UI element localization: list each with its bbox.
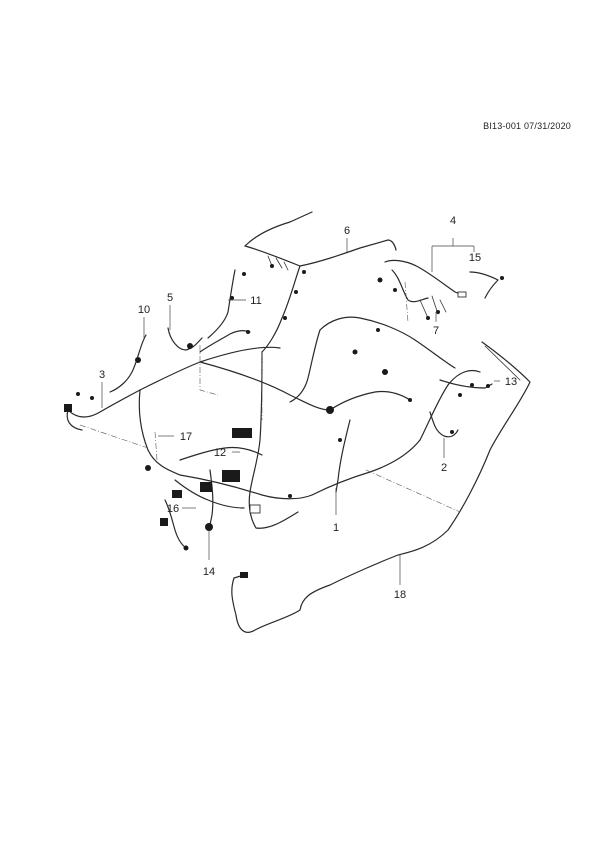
harness-5-10-11 [109, 269, 251, 393]
drawing-reference: BI13-001 07/31/2020 [483, 121, 571, 131]
callout-16: 16 [167, 503, 179, 515]
callout-12: 12 [214, 447, 226, 459]
harness-6 [244, 211, 397, 353]
harness-2-13 [429, 379, 493, 438]
harness-18 [231, 341, 531, 633]
callout-11: 11 [250, 295, 261, 307]
harness-3 [64, 389, 141, 431]
callout-2: 2 [441, 462, 447, 474]
harness-ip-cluster [145, 428, 263, 551]
callout-6: 6 [344, 225, 350, 237]
callout-4: 4 [450, 215, 456, 227]
callout-1: 1 [333, 522, 339, 534]
callout-7: 7 [433, 325, 439, 337]
harness-4-15-7 [377, 259, 504, 320]
harness-18-connector [240, 572, 248, 578]
callout-14: 14 [203, 566, 215, 578]
alignment-lines [79, 281, 461, 513]
leader-lines [101, 238, 500, 585]
harness-1-main [138, 316, 481, 529]
callout-13: 13 [505, 376, 517, 388]
callout-5: 5 [167, 292, 173, 304]
callout-15: 15 [469, 252, 481, 264]
callout-3: 3 [99, 369, 105, 381]
callout-17: 17 [180, 431, 192, 443]
callout-10: 10 [138, 304, 150, 316]
callout-18: 18 [394, 589, 406, 601]
